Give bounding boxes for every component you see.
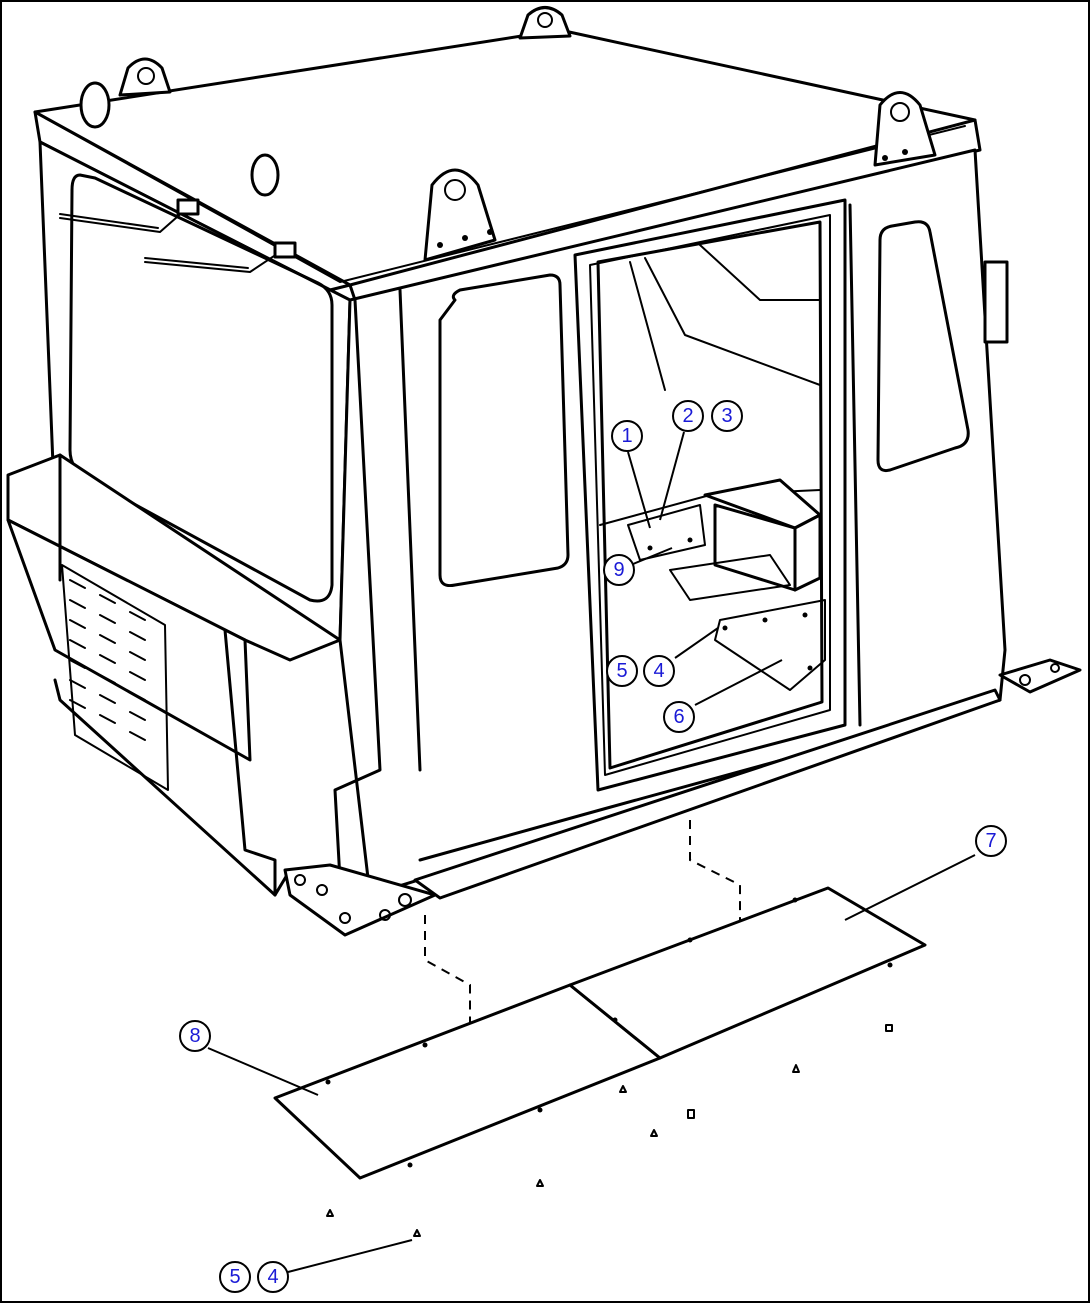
callout-8-label: 8 — [189, 1025, 200, 1047]
callout-5-lower: 5 — [219, 1261, 251, 1293]
callout-5-upper: 5 — [606, 655, 638, 687]
callout-5-upper-label: 5 — [616, 660, 627, 682]
callout-4-upper-label: 4 — [653, 660, 664, 682]
callout-2-label: 2 — [682, 405, 693, 427]
floor-plate-8 — [273, 983, 662, 1180]
callout-4-upper: 4 — [643, 655, 675, 687]
callout-2: 2 — [672, 400, 704, 432]
callout-9: 9 — [603, 554, 635, 586]
callout-9-label: 9 — [613, 559, 624, 581]
cab-front-face — [6, 140, 352, 897]
cab-side-face — [283, 148, 1082, 937]
callout-leaders — [207, 431, 976, 1273]
loose-fasteners — [326, 1024, 893, 1237]
callout-4-lower: 4 — [257, 1261, 289, 1293]
callout-5-lower-label: 5 — [229, 1266, 240, 1288]
callout-7-label: 7 — [985, 830, 996, 852]
assembly-lines — [424, 820, 741, 1080]
callout-6-label: 6 — [673, 706, 684, 728]
callout-6: 6 — [663, 701, 695, 733]
callout-3-label: 3 — [721, 405, 732, 427]
callout-8: 8 — [179, 1020, 211, 1052]
callout-4-lower-label: 4 — [267, 1266, 278, 1288]
callout-7: 7 — [975, 825, 1007, 857]
floor-plate-7 — [568, 886, 927, 1060]
callout-1-label: 1 — [621, 425, 632, 447]
callout-1: 1 — [611, 420, 643, 452]
callout-3: 3 — [711, 400, 743, 432]
